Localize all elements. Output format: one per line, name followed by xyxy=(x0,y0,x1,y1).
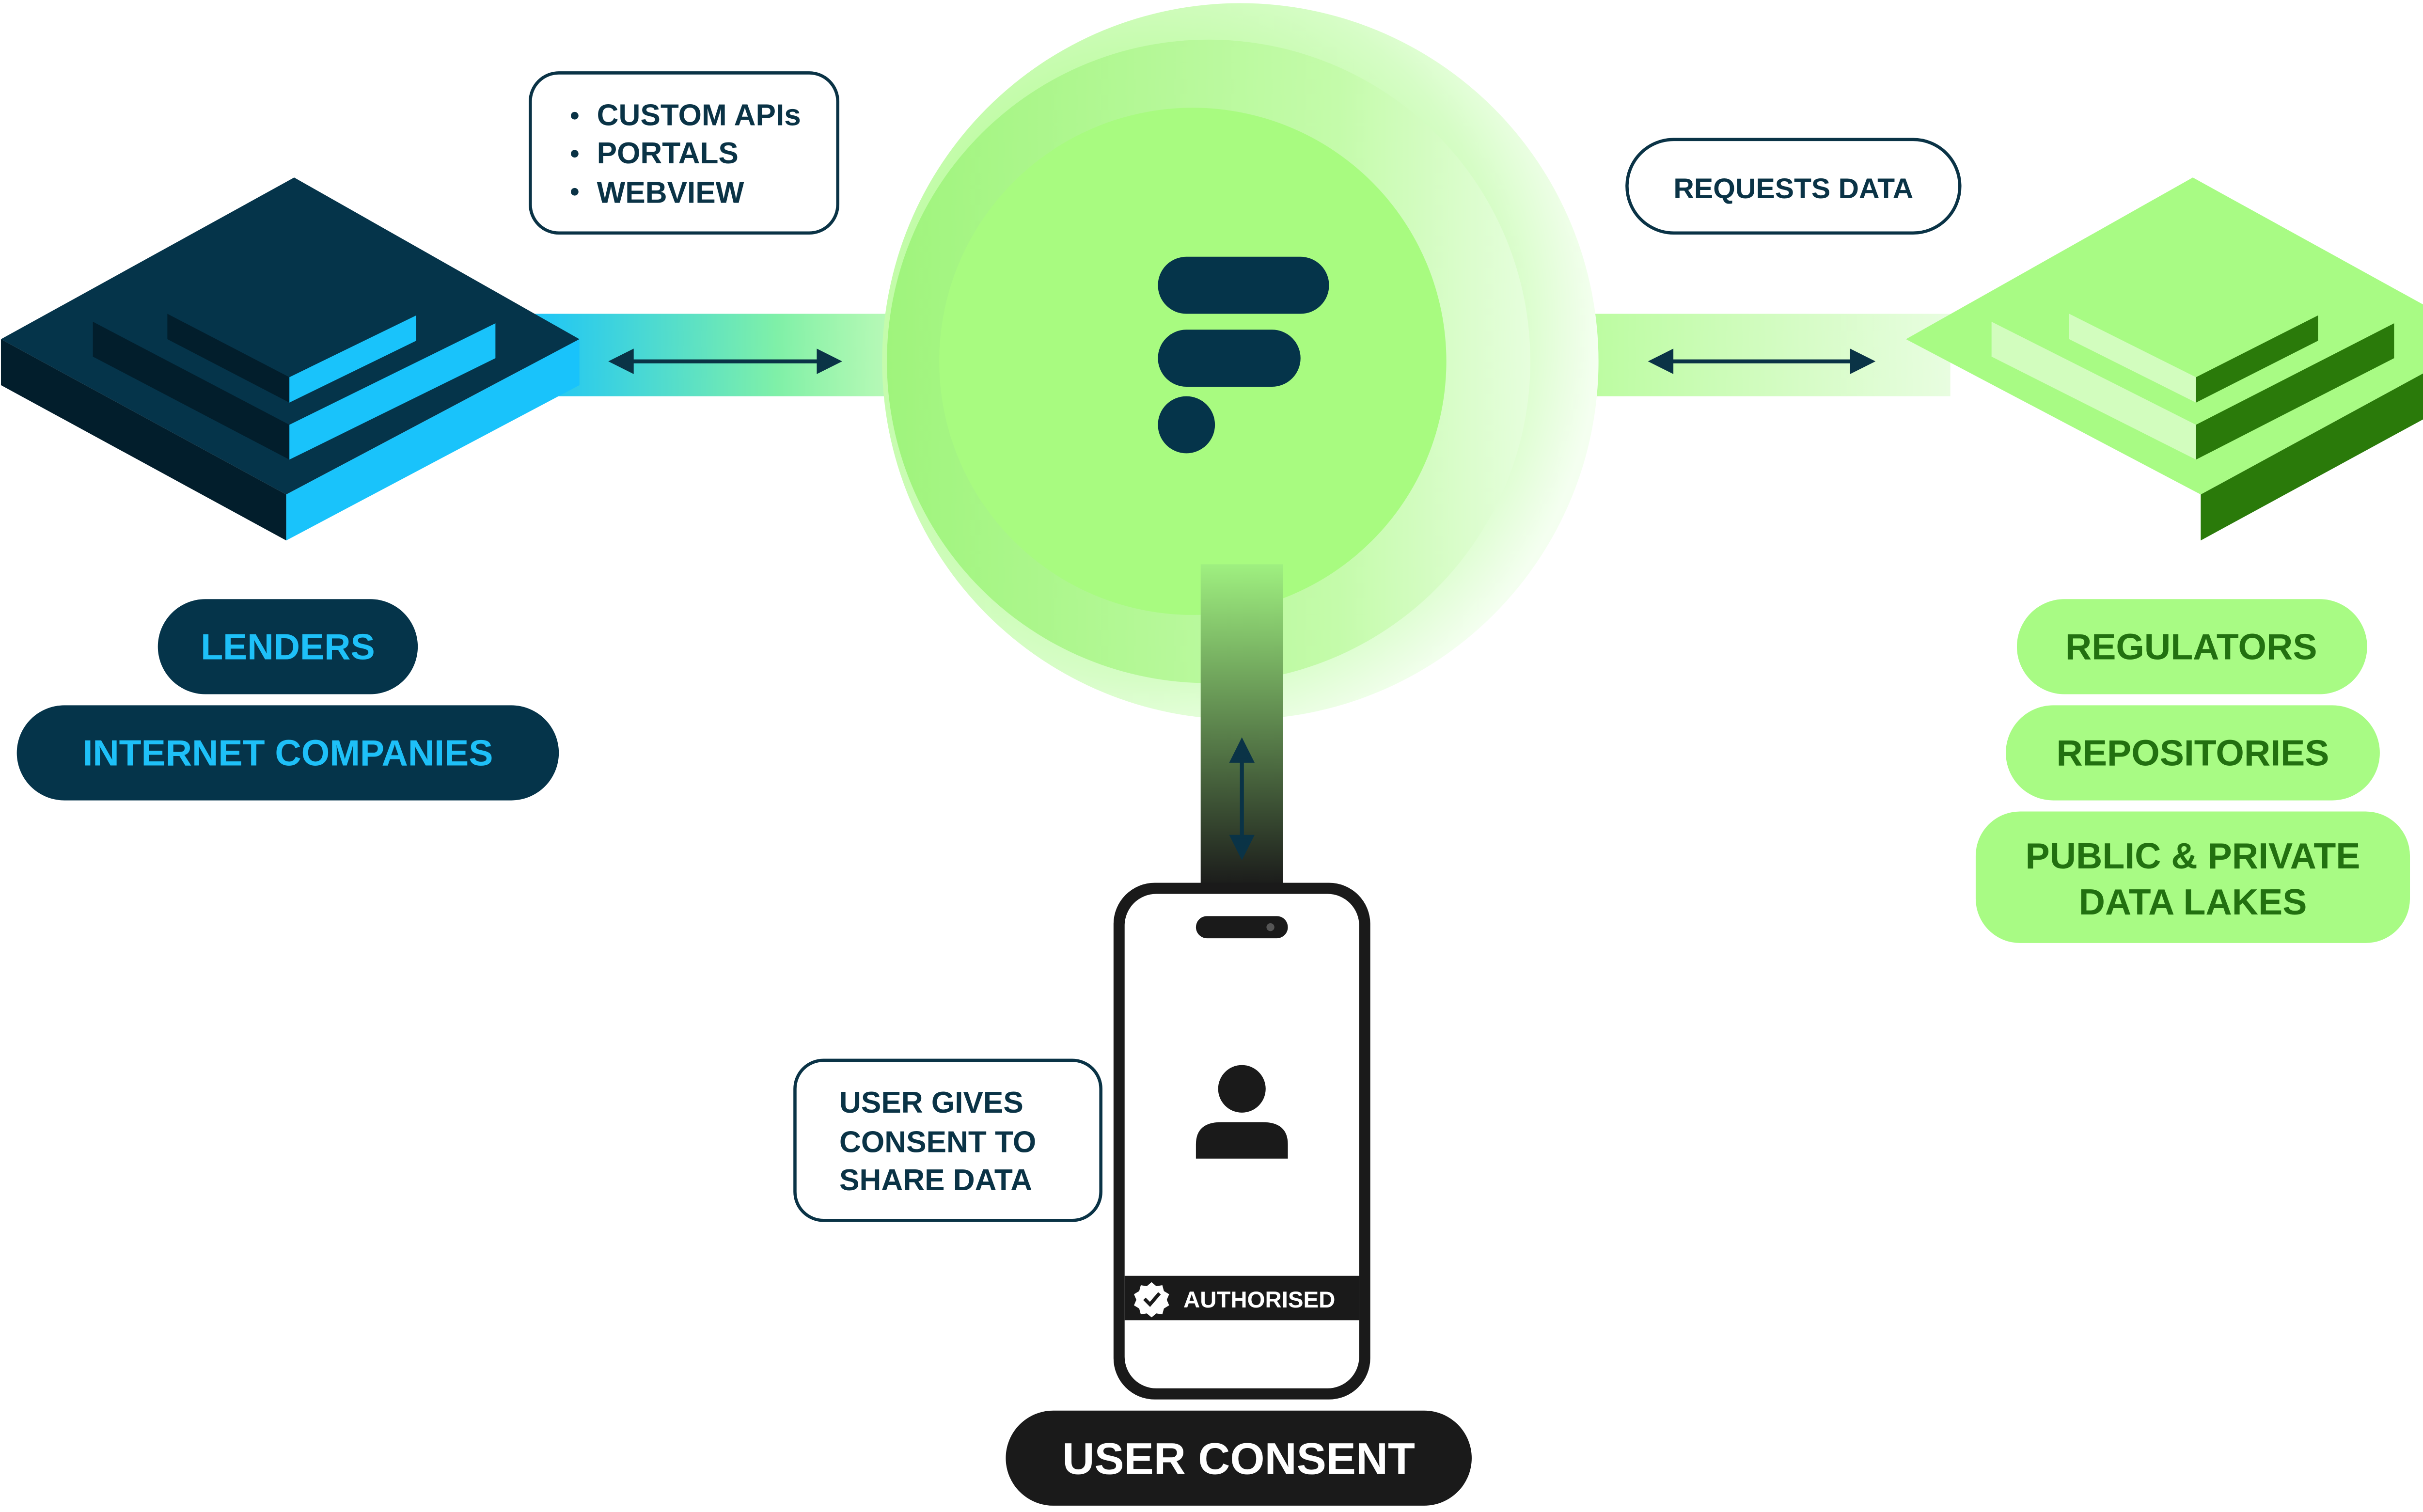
channel-item-custom-apis: CUSTOM APIs xyxy=(597,98,801,132)
user-consent-label: USER CONSENT xyxy=(1062,1434,1415,1484)
repositories-label: REPOSITORIES xyxy=(2057,733,2329,773)
vertical-double-arrow-icon xyxy=(1229,737,1255,861)
requests-data-label: REQUESTS DATA xyxy=(1673,173,1913,205)
brand-logo-icon xyxy=(1158,256,1329,454)
data-sources-stack-icon xyxy=(1906,177,2423,541)
phone-illustration: AUTHORISED xyxy=(1113,882,1370,1400)
consent-line-2: CONSENT TO xyxy=(839,1126,1036,1159)
central-hub xyxy=(882,3,1599,720)
regulators-label: REGULATORS xyxy=(2065,627,2317,667)
phone-notch xyxy=(1196,916,1288,939)
consent-callout: USER GIVES CONSENT TO SHARE DATA xyxy=(793,1058,1102,1222)
right-double-arrow-icon xyxy=(1648,348,1876,374)
consent-line-3: SHARE DATA xyxy=(839,1164,1032,1197)
verified-badge-icon xyxy=(1134,1282,1169,1318)
data-lakes-label-line1: PUBLIC & PRIVATE xyxy=(2026,835,2360,876)
channels-callout: CUSTOM APIs PORTALS WEBVIEW xyxy=(529,71,840,235)
lenders-pill: LENDERS xyxy=(157,599,418,694)
user-consent-pill: USER CONSENT xyxy=(1006,1410,1472,1506)
user-avatar-icon xyxy=(1196,1065,1288,1159)
lenders-stack-icon xyxy=(0,177,580,541)
channel-item-webview: WEBVIEW xyxy=(597,176,744,210)
internet-companies-pill: INTERNET COMPANIES xyxy=(16,705,559,801)
repositories-pill: REPOSITORIES xyxy=(2006,705,2380,801)
requests-data-callout: REQUESTS DATA xyxy=(1625,138,1962,235)
lenders-label: LENDERS xyxy=(201,627,375,667)
left-double-arrow-icon xyxy=(608,348,842,374)
consent-line-1: USER GIVES xyxy=(839,1086,1023,1119)
data-lakes-pill: PUBLIC & PRIVATE DATA LAKES xyxy=(1975,811,2410,943)
data-lakes-label-line2: DATA LAKES xyxy=(2079,882,2307,922)
authorised-label: AUTHORISED xyxy=(1183,1287,1335,1313)
regulators-pill: REGULATORS xyxy=(2016,599,2367,694)
channel-item-portals: PORTALS xyxy=(597,137,739,170)
internet-companies-label: INTERNET COMPANIES xyxy=(82,733,493,773)
